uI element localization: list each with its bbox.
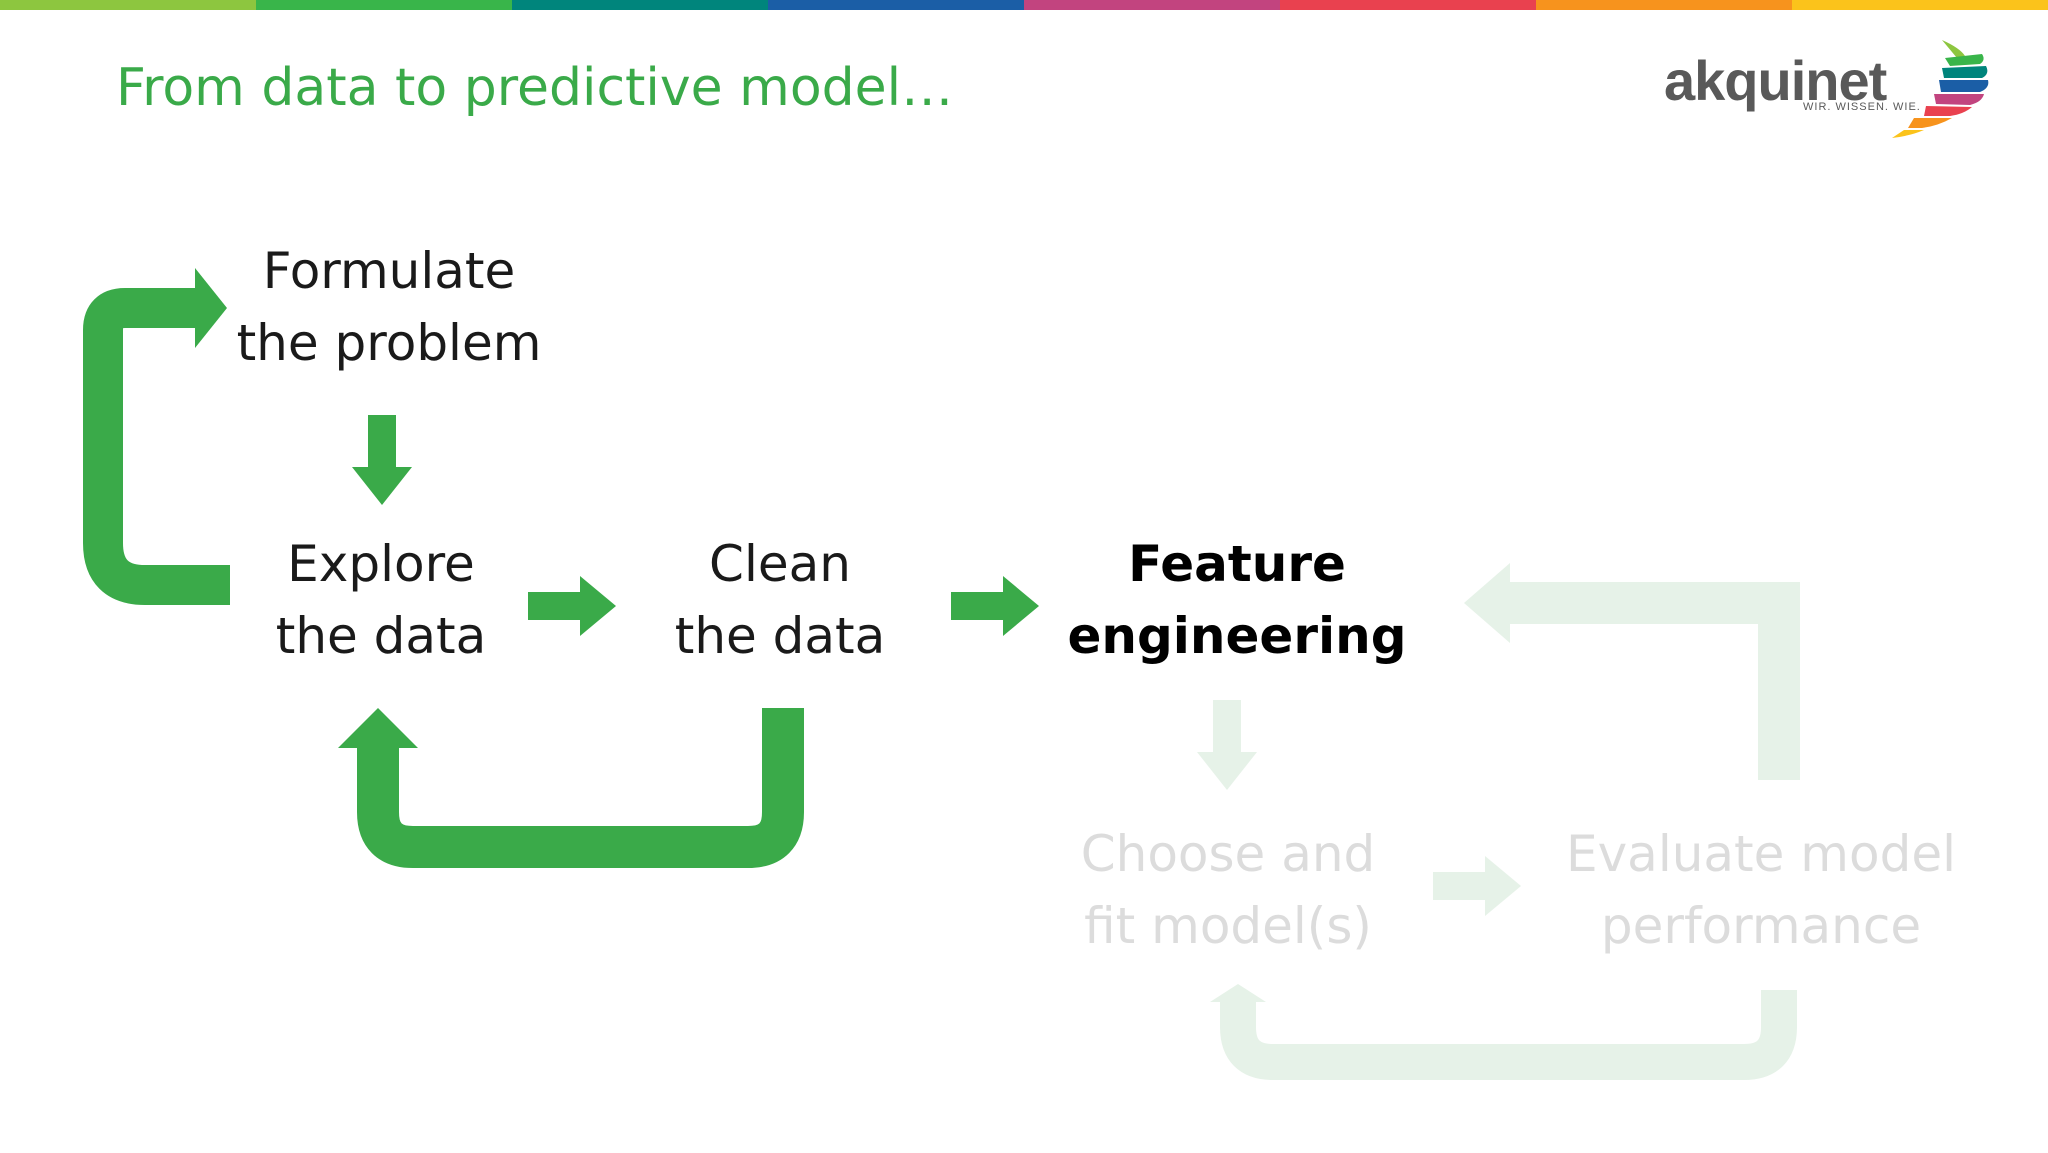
- stripe-segment: [768, 0, 1024, 10]
- loop-arrow-explore-head: [338, 708, 418, 748]
- akquinet-logo: akquinet WIR. WISSEN. WIE.: [1660, 36, 2000, 146]
- arrow-feature-to-choose-head: [1197, 752, 1257, 790]
- stripe-segment: [1024, 0, 1280, 10]
- loop-arrow-formulate: [83, 288, 230, 605]
- arrow-clean-to-feature: [951, 592, 1003, 620]
- loop-arrow-choose: [1220, 990, 1797, 1080]
- arrow-formulate-to-explore: [368, 415, 396, 467]
- arrow-choose-to-evaluate-head: [1485, 856, 1521, 916]
- step-line-1: Feature: [1128, 535, 1346, 593]
- loop-arrow-choose-head: [1210, 984, 1266, 1002]
- loop-arrow-feature: [1510, 582, 1800, 780]
- step-line-1: Formulate: [262, 242, 516, 300]
- stripe-segment: [1536, 0, 1792, 10]
- step-explore-data: Explore the data: [276, 528, 487, 672]
- arrow-explore-to-clean-head: [580, 576, 616, 636]
- arrow-explore-to-clean: [528, 592, 580, 620]
- step-line-2: the data: [674, 607, 886, 665]
- arrow-choose-to-evaluate: [1433, 872, 1485, 900]
- arrow-feature-to-choose: [1213, 700, 1241, 752]
- step-choose-fit-model: Choose and fit model(s): [1081, 818, 1376, 962]
- stripe-segment: [1280, 0, 1536, 10]
- logo-swoosh-icon: [1892, 40, 1989, 138]
- arrow-clean-to-feature-head: [1003, 576, 1039, 636]
- stripe-segment: [1792, 0, 2048, 10]
- loop-arrow-formulate-head: [195, 268, 227, 348]
- faded-arrow-group: [1197, 563, 1800, 1080]
- stripe-segment: [0, 0, 256, 10]
- step-feature-engineering: Feature engineering: [1067, 528, 1406, 672]
- stripe-segment: [512, 0, 768, 10]
- step-line-2: fit model(s): [1084, 897, 1372, 955]
- step-line-2: performance: [1600, 897, 1922, 955]
- loop-arrow-explore: [357, 708, 804, 868]
- step-line-1: Evaluate model: [1566, 825, 1956, 883]
- step-evaluate-model: Evaluate model performance: [1566, 818, 1956, 962]
- step-line-2: engineering: [1067, 607, 1407, 665]
- step-line-1: Explore: [287, 535, 475, 593]
- stripe-segment: [256, 0, 512, 10]
- color-stripe: [0, 0, 2048, 10]
- step-line-2: the data: [275, 607, 487, 665]
- page-title: From data to predictive model…: [116, 58, 954, 118]
- step-line-1: Clean: [709, 535, 851, 593]
- step-clean-data: Clean the data: [675, 528, 886, 672]
- logo-wordmark: akquinet: [1664, 49, 1887, 112]
- step-line-1: Choose and: [1080, 825, 1376, 883]
- arrow-group: [83, 268, 1039, 868]
- arrow-formulate-to-explore-head: [352, 467, 412, 505]
- step-line-2: the problem: [236, 314, 542, 372]
- step-formulate-problem: Formulate the problem: [237, 235, 542, 379]
- loop-arrow-feature-head: [1464, 563, 1510, 643]
- logo-tagline: WIR. WISSEN. WIE.: [1803, 101, 1921, 113]
